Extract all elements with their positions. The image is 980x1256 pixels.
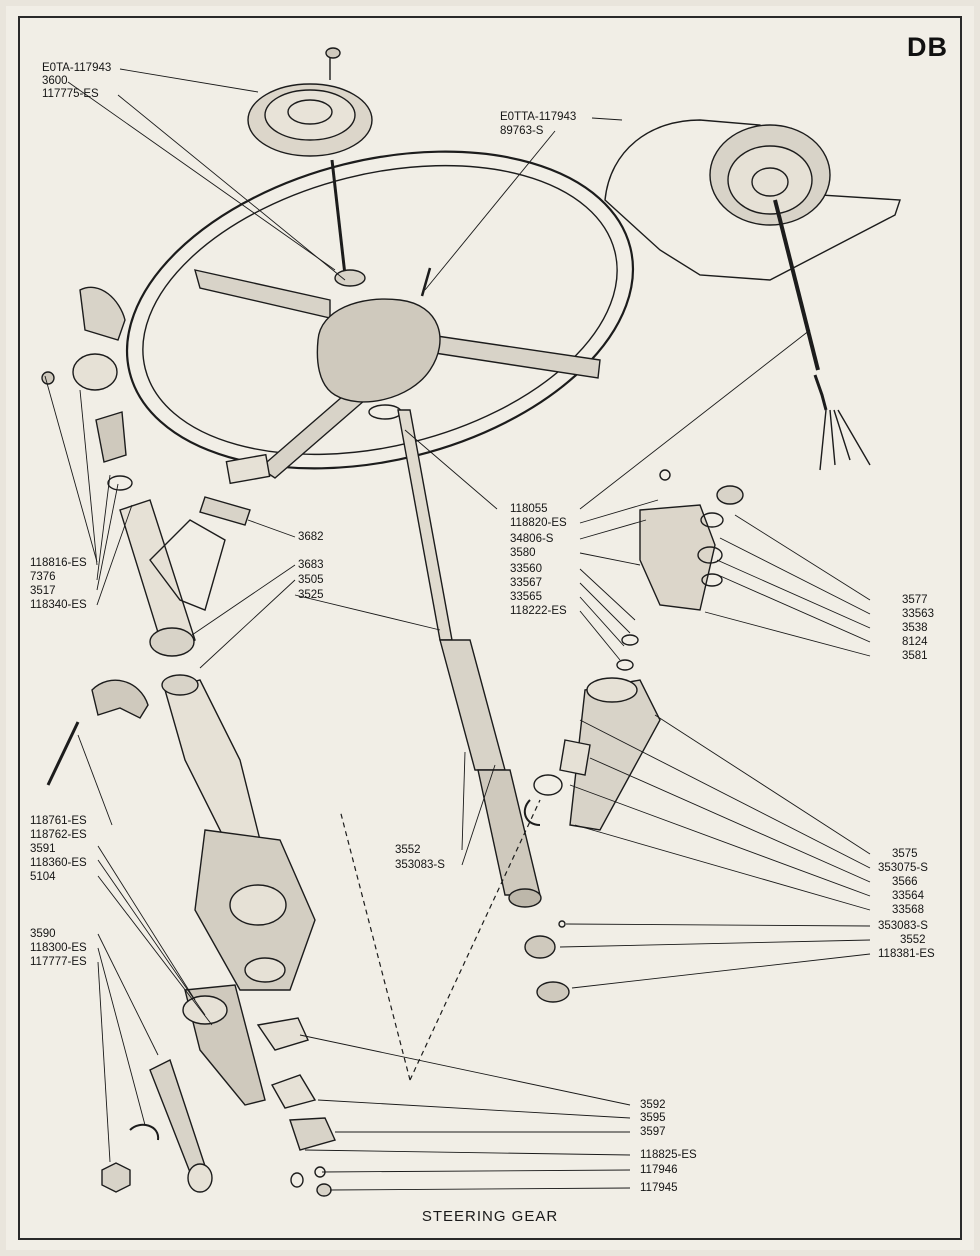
part-label: E0TTA-117943 (500, 111, 577, 123)
part-label: 3566 (892, 876, 918, 888)
part-label: 33567 (510, 577, 542, 589)
part-label: 7376 (30, 571, 56, 583)
part-label: 118762-ES (30, 829, 87, 841)
part-label: 33568 (892, 904, 924, 916)
part-label: 118360-ES (30, 857, 87, 869)
diagram-caption: STEERING GEAR (421, 1208, 559, 1225)
part-label: 3517 (30, 585, 56, 597)
gear-housing-drawing (523, 469, 744, 1003)
part-label: 353083-S (395, 859, 445, 871)
part-label: 117775-ES (42, 88, 99, 100)
part-label: 3505 (298, 574, 324, 586)
part-label: E0TA-117943 (42, 62, 112, 74)
part-label: 3682 (298, 531, 324, 543)
part-label: 3592 (640, 1099, 666, 1111)
part-label: 117946 (640, 1164, 678, 1176)
part-label: 353075-S (878, 862, 928, 874)
part-label: 33564 (892, 890, 924, 902)
part-label: 3538 (902, 622, 928, 634)
part-label: 34806-S (510, 533, 554, 545)
part-label: 3577 (902, 594, 928, 606)
part-label: 3597 (640, 1126, 666, 1138)
part-label: 117945 (640, 1182, 678, 1194)
part-label: 3552 (395, 844, 421, 856)
part-label: 3683 (298, 559, 324, 571)
page-code: DB (907, 32, 948, 62)
part-label: 33563 (902, 608, 934, 620)
part-label: 8124 (902, 636, 928, 648)
gaskets-drawing (256, 1017, 336, 1197)
part-label: 117777-ES (30, 956, 87, 968)
part-label: 118340-ES (30, 599, 87, 611)
part-label: 118300-ES (30, 942, 87, 954)
part-label: 118825-ES (640, 1149, 697, 1161)
part-label: 3552 (900, 934, 926, 946)
part-label: 118381-ES (878, 948, 935, 960)
part-label: 33560 (510, 563, 542, 575)
part-label: 3525 (298, 589, 324, 601)
part-label: 3600 (42, 75, 68, 87)
page-border (18, 16, 962, 1240)
pitman-arm-drawing (101, 1059, 213, 1193)
part-label: 3581 (902, 650, 928, 662)
column-jacket-drawing (72, 286, 316, 1106)
part-label: 118055 (510, 503, 548, 515)
part-label: 89763-S (500, 125, 544, 137)
part-label: 118222-ES (510, 605, 567, 617)
steering-wheel-drawing (125, 150, 635, 485)
part-label: 3595 (640, 1112, 666, 1124)
part-label: 33565 (510, 591, 542, 603)
steering-column-drawing (397, 409, 542, 908)
part-label: 118761-ES (30, 815, 87, 827)
part-label: 5104 (30, 871, 56, 883)
part-label: 3591 (30, 843, 56, 855)
part-label: 353083-S (878, 920, 928, 932)
horn-ring-assembly-drawing (604, 119, 901, 471)
part-label: 118820-ES (510, 517, 567, 529)
horn-ring-drawing (247, 47, 373, 287)
part-label: 3575 (892, 848, 918, 860)
part-label: 118816-ES (30, 557, 87, 569)
part-label: 3580 (510, 547, 536, 559)
part-label: 3590 (30, 928, 56, 940)
